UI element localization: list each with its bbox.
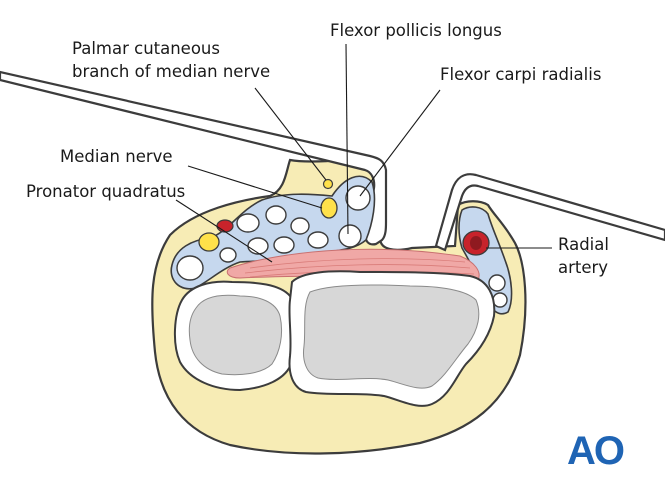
label-radial-artery-line1: Radial — [558, 235, 609, 254]
radius-medulla — [303, 284, 480, 389]
leader-flexor-pollicis-longus — [345, 43, 349, 235]
label-palmar-branch-line1: Palmar cutaneous — [72, 39, 220, 58]
flexor-pollicis-longus-tendon — [338, 224, 362, 248]
ulna-medulla — [188, 294, 283, 376]
label-flexor-carpi-radialis: Flexor carpi radialis — [440, 65, 601, 84]
leader-flexor-carpi-radialis — [359, 89, 441, 197]
tendon-oval — [265, 205, 287, 225]
tendon-oval — [290, 217, 310, 235]
tendon-oval — [492, 292, 508, 308]
tendon-oval — [307, 231, 329, 249]
leader-pronator-quadratus — [175, 199, 273, 263]
tendon-oval — [247, 237, 269, 255]
leader-median-nerve — [187, 165, 323, 209]
tendon-oval — [273, 236, 295, 254]
label-radial-artery-line2: artery — [558, 258, 608, 277]
flexor-tendons — [176, 185, 508, 308]
tendon-oval — [488, 274, 506, 292]
label-median-nerve: Median nerve — [60, 147, 173, 166]
label-pronator-quadratus: Pronator quadratus — [26, 182, 185, 201]
label-palmar-branch-line2: branch of median nerve — [72, 62, 270, 81]
ulnar-artery — [216, 219, 234, 233]
leader-palmar-branch — [254, 87, 327, 181]
palmar-cutaneous-branch-nerve — [322, 178, 334, 190]
radial-artery-lumen — [470, 236, 482, 250]
ulnar-nerve — [198, 232, 220, 252]
tendon-oval — [236, 213, 260, 233]
tendon-oval — [219, 247, 237, 263]
tendon-oval — [176, 255, 204, 281]
ao-logo: AO — [567, 429, 624, 473]
label-flexor-pollicis-longus: Flexor pollicis longus — [330, 21, 502, 40]
skin-flap-radial — [434, 173, 665, 252]
median-nerve — [320, 197, 338, 219]
flexor-carpi-radialis-tendon — [345, 185, 371, 211]
